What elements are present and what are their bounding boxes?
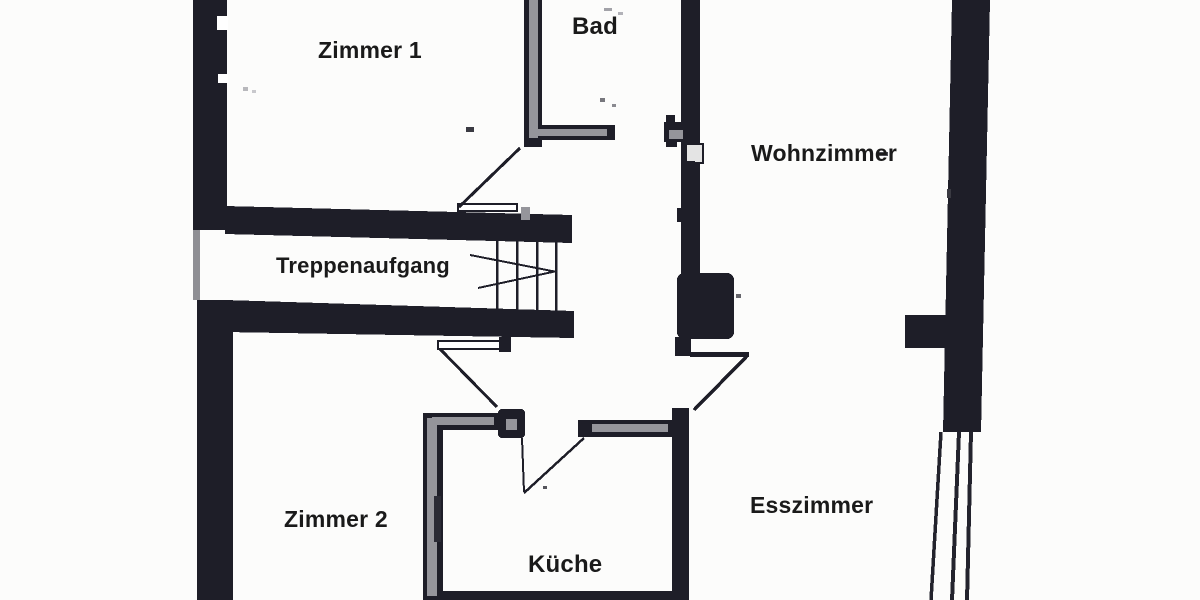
window-right: [929, 431, 973, 600]
label-bad: Bad: [572, 13, 618, 40]
label-kueche: Küche: [528, 551, 603, 578]
kitchen-walls: [423, 408, 689, 600]
bad-walls: [524, 0, 615, 147]
wall-nicks: [217, 16, 228, 83]
window-stairwell: [193, 230, 200, 300]
label-esszimmer: Esszimmer: [750, 492, 874, 518]
label-zimmer-2: Zimmer 2: [284, 506, 388, 532]
door-zimmer1: [456, 146, 530, 220]
door-zimmer2: [436, 337, 511, 409]
scan-specks: [243, 8, 951, 489]
door-esszimmer: [692, 353, 750, 412]
label-treppenaufgang: Treppenaufgang: [276, 253, 450, 278]
label-wohnzimmer: Wohnzimmer: [751, 140, 897, 166]
interior-walls: [225, 0, 749, 357]
door-kueche: [521, 437, 585, 494]
label-zimmer-1: Zimmer 1: [318, 37, 422, 63]
wohnzimmer-door-jamb: [664, 115, 704, 166]
staircase: [469, 241, 558, 312]
exterior-walls: [193, 0, 990, 600]
